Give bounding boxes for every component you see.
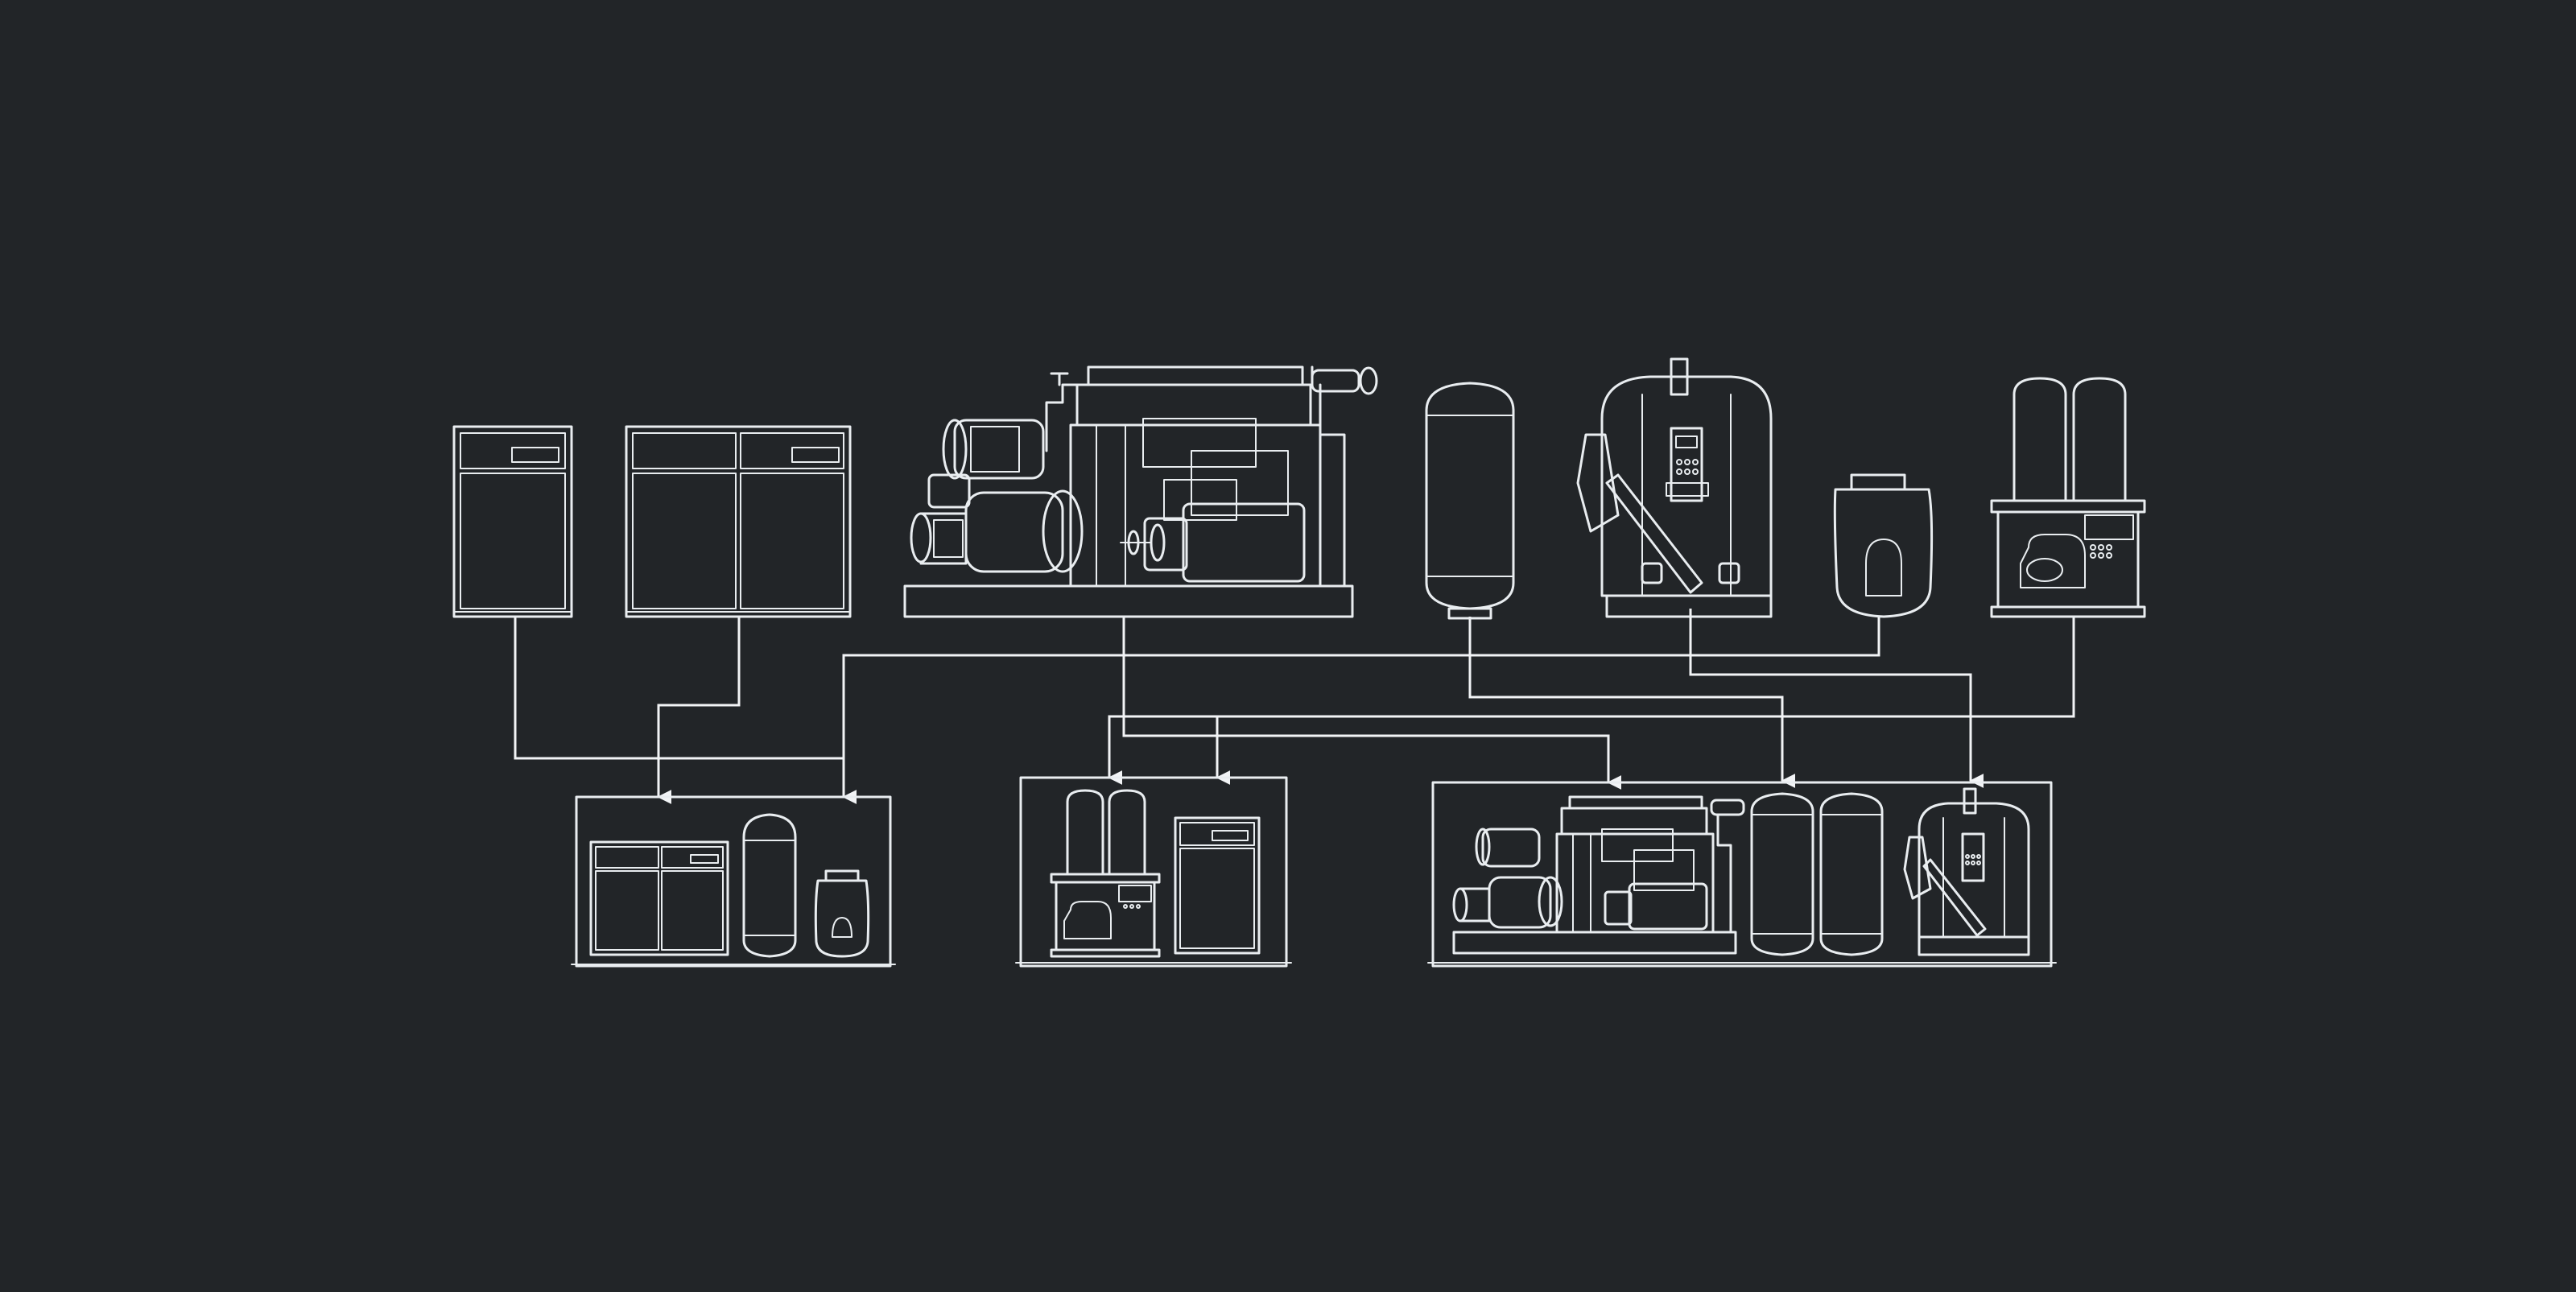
connector-engine-to-package-right	[1122, 716, 1622, 790]
packaged-generator-set-icon	[1015, 776, 1292, 968]
connector-receiver-to-package-right	[1468, 617, 1796, 788]
twin-vessel-generator-icon	[1990, 377, 2146, 618]
connector-compressor-double-to-package-left	[657, 617, 741, 804]
packaged-engine-plant-icon	[1427, 781, 2057, 968]
connectors	[514, 609, 2075, 804]
filter-canister-icon	[1833, 473, 1934, 618]
connector-compressor-single-to-package-left	[514, 617, 857, 804]
packaged-compressor-set-icon	[571, 795, 896, 968]
air-receiver-tank-icon	[1425, 382, 1515, 620]
connector-filter-to-package-left	[842, 617, 1880, 758]
compressor-cabinet-double-icon	[625, 425, 852, 618]
connector-engine-to-package-middle-b	[1124, 715, 1231, 785]
engine-driven-compressor-icon	[903, 365, 1378, 618]
compressor-cabinet-icon	[452, 425, 573, 618]
connector-generator-to-bus	[1217, 617, 2075, 718]
connector-engine-down	[1108, 617, 1125, 785]
connector-dryer-to-package-right	[1689, 609, 1984, 788]
twin-tower-dryer-icon	[1576, 357, 1773, 618]
